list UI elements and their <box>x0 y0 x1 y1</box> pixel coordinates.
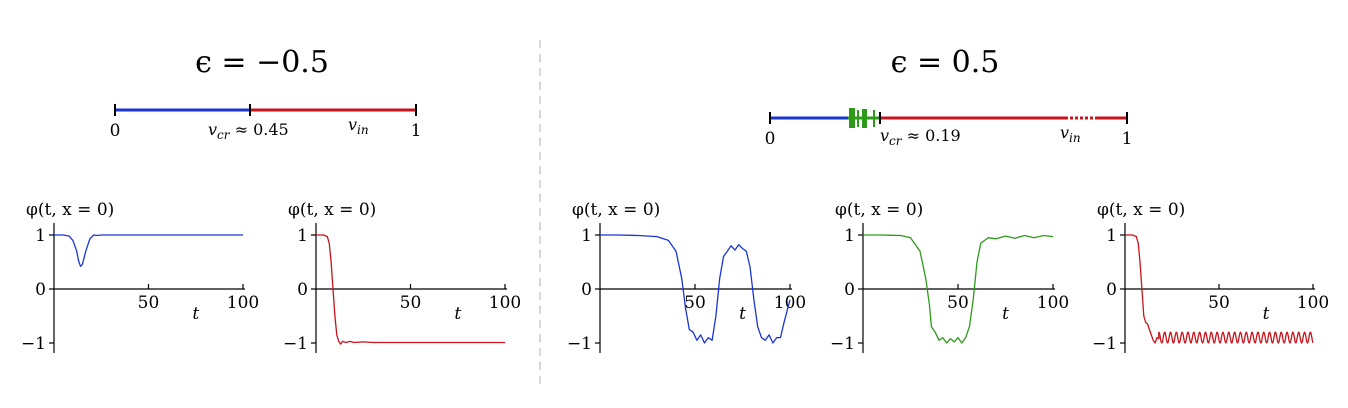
y-axis-label: φ(t, x = 0) <box>288 200 376 220</box>
y-tick-label: 0 <box>297 280 308 300</box>
series-line <box>54 234 243 267</box>
y-tick-label: −1 <box>567 334 592 354</box>
x-tick-label: 100 <box>1297 293 1329 313</box>
chart-3: 1 0 −1 50 100 φ(t, x = 0) t <box>567 200 806 354</box>
x-tick-label: 50 <box>400 293 422 313</box>
x-tick-label: 50 <box>947 293 969 313</box>
y-axis-label: φ(t, x = 0) <box>572 200 660 220</box>
y-tick-label: 1 <box>844 226 855 246</box>
y-tick-label: −1 <box>830 334 855 354</box>
chart-2: 1 0 −1 50 100 φ(t, x = 0) t <box>283 200 521 354</box>
segment-end-label: 1 <box>1122 129 1133 149</box>
y-tick-label: 1 <box>35 226 46 246</box>
x-tick-label: 50 <box>684 293 706 313</box>
x-tick-label: 100 <box>1037 293 1069 313</box>
x-tick-label: 100 <box>489 293 521 313</box>
chart-5: 1 0 −1 50 100 φ(t, x = 0) t <box>1092 200 1329 354</box>
x-tick-label: 100 <box>774 293 806 313</box>
x-axis-label: t <box>1263 304 1270 324</box>
segment-end-label: 1 <box>411 121 422 141</box>
y-tick-label: 1 <box>297 226 308 246</box>
x-tick-label: 50 <box>138 293 160 313</box>
y-tick-label: −1 <box>283 334 308 354</box>
series-line <box>863 234 1054 344</box>
x-axis-label: t <box>454 304 461 324</box>
x-axis-label: t <box>739 304 746 324</box>
segment-start-label: 0 <box>110 121 121 141</box>
y-tick-label: −1 <box>21 334 46 354</box>
x-tick-label: 50 <box>1208 293 1230 313</box>
vin-label: vin <box>1060 123 1081 145</box>
vcr-label: vcr ≈ 0.45 <box>208 120 289 142</box>
x-axis-label: t <box>1002 304 1009 324</box>
y-tick-label: 0 <box>844 280 855 300</box>
segment-start-label: 0 <box>765 129 776 149</box>
y-tick-label: 0 <box>1106 280 1117 300</box>
y-axis-label: φ(t, x = 0) <box>26 200 114 220</box>
panel-title-left: ϵ = −0.5 <box>195 45 329 80</box>
x-tick-label: 100 <box>227 293 259 313</box>
x-axis-label: t <box>192 304 199 324</box>
series-line <box>1125 234 1314 344</box>
segment-left: 0 1 vcr ≈ 0.45 vin <box>110 104 422 142</box>
vin-label: vin <box>348 115 369 137</box>
series-line <box>316 234 505 345</box>
panel-title-right: ϵ = 0.5 <box>891 45 1000 80</box>
chart-4: 1 0 −1 50 100 φ(t, x = 0) t <box>830 200 1069 354</box>
y-tick-label: 0 <box>35 280 46 300</box>
y-tick-label: −1 <box>1092 334 1117 354</box>
y-axis-label: φ(t, x = 0) <box>1097 200 1185 220</box>
y-tick-label: 0 <box>581 280 592 300</box>
vcr-label: vcr ≈ 0.19 <box>880 126 961 148</box>
segment-right: 0 1 vcr ≈ 0.19 vin <box>765 108 1133 149</box>
y-tick-label: 1 <box>581 226 592 246</box>
y-tick-label: 1 <box>1106 226 1117 246</box>
chart-1: 1 0 −1 50 100 φ(t, x = 0) t <box>21 200 259 354</box>
series-line <box>600 234 791 344</box>
y-axis-label: φ(t, x = 0) <box>835 200 923 220</box>
